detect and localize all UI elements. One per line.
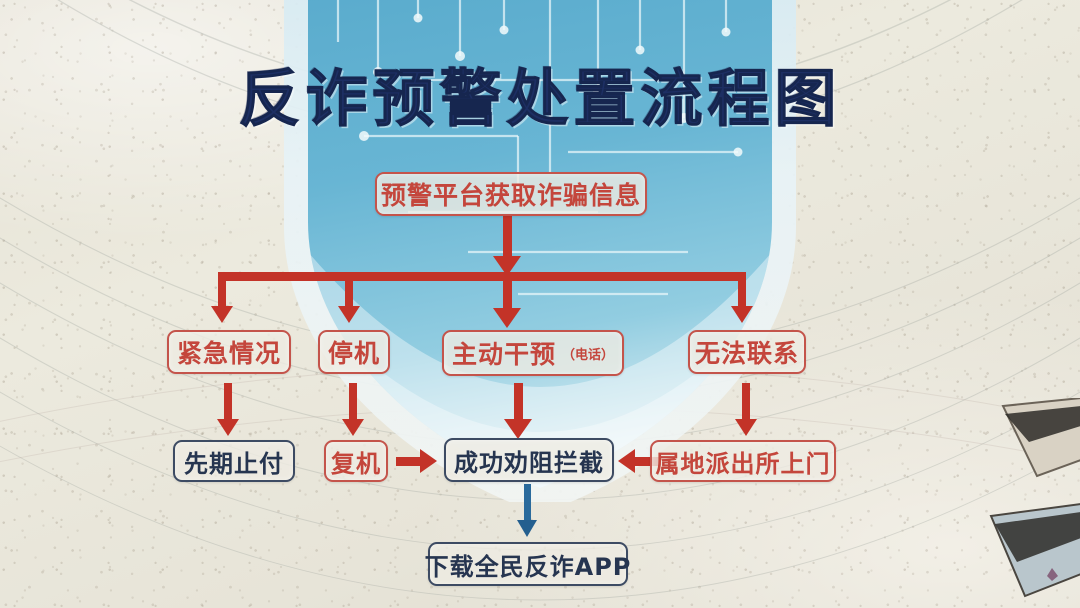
edge-bus [218,272,746,281]
edge-bus-to-unreachable [738,272,746,310]
edge-bus-to-intervene [503,272,512,312]
edge-doorvisit-to-blocked [634,457,660,466]
node-restore[interactable]: 复机 [324,440,388,482]
node-prestop[interactable]: 先期止付 [173,440,295,482]
node-blocked[interactable]: 成功劝阻拦截 [444,438,614,482]
node-downloadapp-label: 下载全民反诈APP [424,552,632,581]
node-blocked-label: 成功劝阻拦截 [454,448,604,477]
edge-bus-to-emergency-head [211,306,233,323]
node-source[interactable]: 预警平台获取诈骗信息 [375,172,647,216]
poster-title: 反诈预警处置流程图 [238,62,842,136]
edge-bus-to-shutdown-head [338,306,360,323]
edge-shutdown-to-restore [349,383,357,421]
edge-source-to-bus-head [493,256,521,276]
node-downloadapp[interactable]: 下载全民反诈APP [425,542,630,586]
edge-bus-to-shutdown [345,272,353,310]
edge-emergency-to-prestop-head [217,419,239,436]
edge-source-to-bus [503,216,512,260]
node-shutdown[interactable]: 停机 [318,330,390,374]
node-intervene[interactable]: 主动干预 （电话） [442,330,624,376]
node-doorvisit-label: 属地派出所上门 [655,449,831,478]
node-intervene-label: 主动干预 [451,340,556,369]
edge-bus-to-intervene-head [493,308,521,328]
edge-intervene-to-blocked-head [504,419,532,439]
node-unreachable[interactable]: 无法联系 [688,330,806,374]
node-shutdown-label: 停机 [327,339,380,368]
node-unreachable-label: 无法联系 [694,339,799,368]
node-doorvisit[interactable]: 属地派出所上门 [650,440,836,482]
edge-doorvisit-to-blocked-head [618,449,635,473]
node-emergency-label: 紧急情况 [176,339,281,368]
node-intervene-sublabel: （电话） [562,347,615,363]
foreground-object [989,398,1080,598]
edge-restore-to-blocked-head [420,449,437,473]
node-restore-label: 复机 [331,449,381,478]
edge-bus-to-unreachable-head [731,306,753,323]
node-source-label: 预警平台获取诈骗信息 [380,181,641,210]
edge-blocked-to-downloadapp-head [517,520,537,537]
node-emergency[interactable]: 紧急情况 [167,330,291,374]
edge-shutdown-to-restore-head [342,419,364,436]
edge-unreachable-to-doorvisit [742,383,750,421]
edge-intervene-to-blocked [514,383,523,421]
edge-blocked-to-downloadapp [524,484,531,524]
edge-bus-to-emergency [218,272,226,310]
edge-restore-to-blocked [396,457,422,466]
node-prestop-label: 先期止付 [184,449,284,478]
edge-unreachable-to-doorvisit-head [735,419,757,436]
edge-emergency-to-prestop [224,383,232,421]
